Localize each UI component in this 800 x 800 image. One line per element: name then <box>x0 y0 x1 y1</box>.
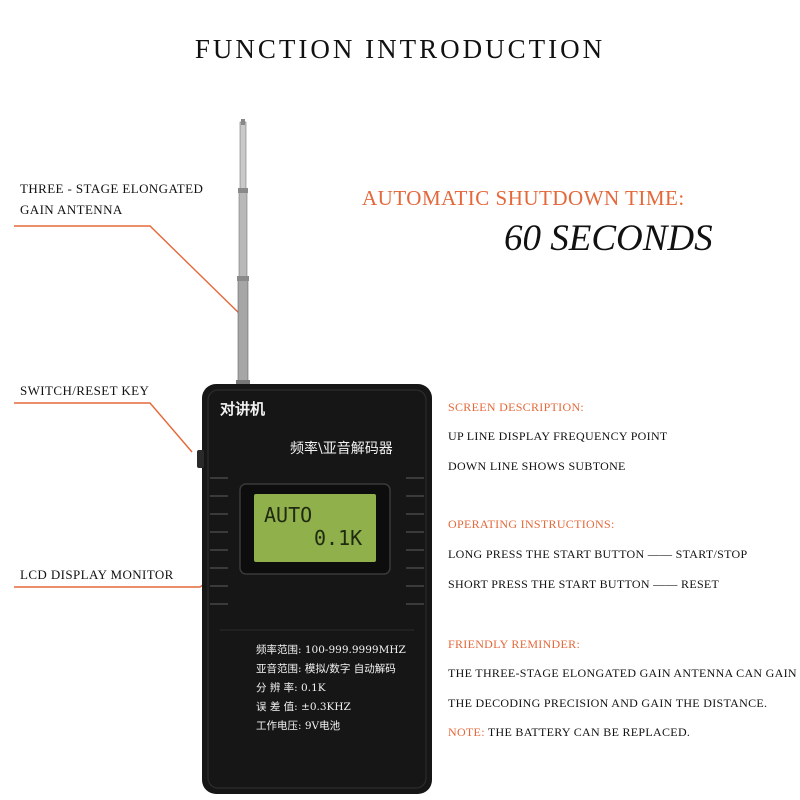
shutdown-time-label: AUTOMATIC SHUTDOWN TIME: <box>362 186 685 210</box>
device-spec-frequency: 频率范围: 100-999.9999MHZ <box>256 644 406 656</box>
device-spec-error: 误 差 值: ±0.3KHZ <box>256 701 351 713</box>
screen-description-line-2: DOWN LINE SHOWS SUBTONE <box>448 459 626 473</box>
antenna-callout-line <box>14 225 245 319</box>
antenna-callout-label-2: GAIN ANTENNA <box>20 202 123 217</box>
antenna <box>236 119 250 386</box>
device-spec-voltage: 工作电压: 9V电池 <box>256 720 341 732</box>
switch-reset-key <box>197 450 204 468</box>
device-spec-subtone: 亚音范围: 模拟/数字 自动解码 <box>256 663 396 675</box>
shutdown-time-value: 60 SECONDS <box>504 218 713 259</box>
lcd-line-1: AUTO <box>264 503 313 527</box>
page-title: FUNCTION INTRODUCTION <box>194 34 606 64</box>
device-brand-label: 对讲机 <box>220 400 266 418</box>
switch-callout-line <box>14 402 193 453</box>
note-text: THE BATTERY CAN BE REPLACED. <box>484 725 691 739</box>
screen-description-heading: SCREEN DESCRIPTION: <box>448 400 585 414</box>
side-grip <box>210 477 424 605</box>
switch-callout-label: SWITCH/RESET KEY <box>20 383 150 398</box>
operating-instructions-line-2: SHORT PRESS THE START BUTTON —— RESET <box>448 577 720 591</box>
friendly-reminder-line-1: THE THREE-STAGE ELONGATED GAIN ANTENNA C… <box>448 666 800 680</box>
friendly-reminder-heading: FRIENDLY REMINDER: <box>448 637 581 651</box>
battery-note: NOTE: THE BATTERY CAN BE REPLACED. <box>448 725 690 740</box>
operating-instructions-heading: OPERATING INSTRUCTIONS: <box>448 517 615 531</box>
device-spec-resolution: 分 辨 率: 0.1K <box>256 682 326 694</box>
lcd-screen <box>254 494 376 562</box>
lcd-callout-label: LCD DISPLAY MONITOR <box>20 567 174 582</box>
device-model-label: 频率\亚音解码器 <box>290 441 393 457</box>
operating-instructions-line-1: LONG PRESS THE START BUTTON —— START/STO… <box>448 547 748 561</box>
note-label: NOTE: <box>448 725 485 739</box>
lcd-line-2: 0.1K <box>314 526 363 550</box>
antenna-callout-label-1: THREE - STAGE ELONGATED <box>20 181 204 196</box>
screen-description-line-1: UP LINE DISPLAY FREQUENCY POINT <box>448 429 668 443</box>
friendly-reminder-line-2: THE DECODING PRECISION AND GAIN THE DIST… <box>448 696 768 710</box>
